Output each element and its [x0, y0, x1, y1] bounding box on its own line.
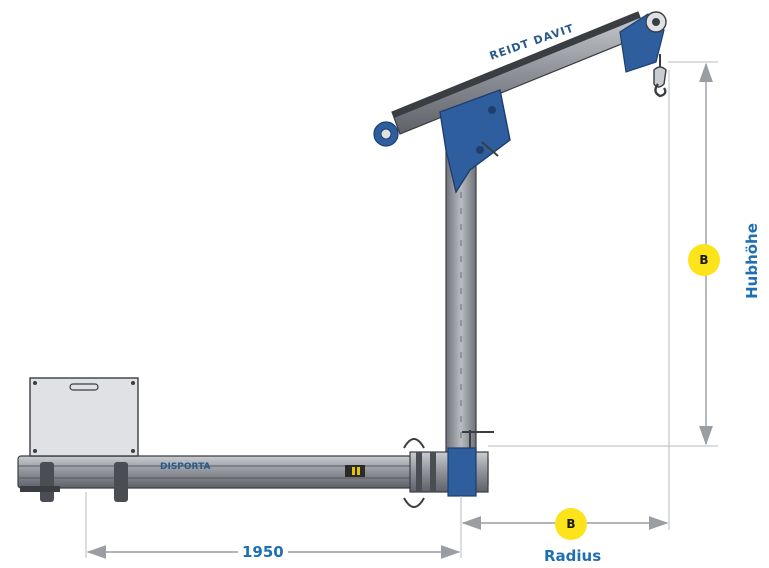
mast-socket [403, 430, 494, 508]
radius-label: Radius [544, 547, 602, 565]
mast [445, 149, 477, 461]
height-label: Hubhöhe [742, 223, 761, 299]
boom-bracket [439, 89, 511, 194]
height-badge: B [688, 244, 720, 276]
base-brand-label: DISPORTA [160, 462, 211, 472]
base-feet [20, 462, 128, 502]
radius-badge: B [555, 508, 587, 540]
boom-head-hook [619, 11, 667, 98]
counterweight-box [29, 377, 139, 457]
base-length-label: 1950 [238, 543, 288, 561]
height-dimension [488, 61, 718, 447]
rear-wheel [373, 121, 399, 147]
boom-arm [391, 11, 647, 135]
